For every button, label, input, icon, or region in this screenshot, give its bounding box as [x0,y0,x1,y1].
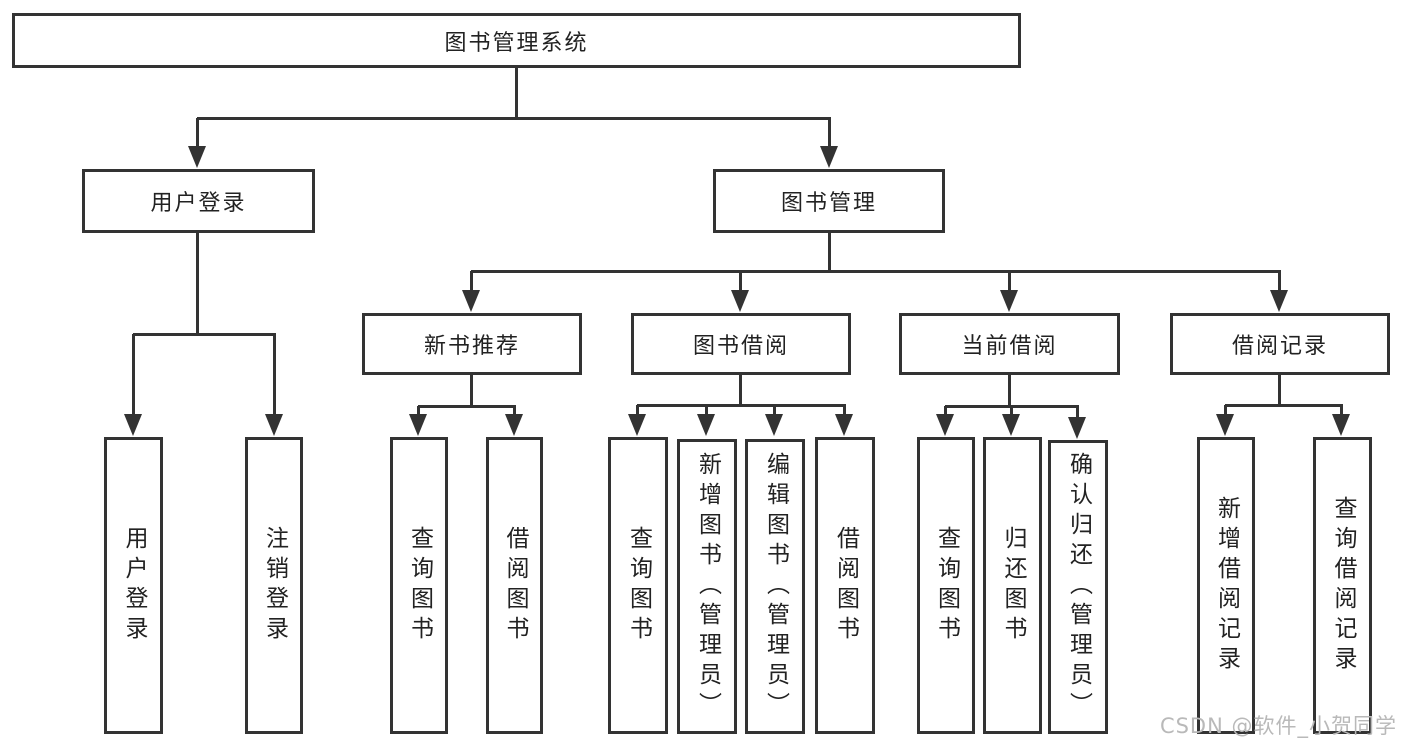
arrowhead-down [1068,417,1086,439]
connector-line [1224,405,1227,414]
arrowhead-down [697,414,715,436]
connector-line [417,406,420,414]
connector-line [637,404,846,407]
leaf-borrowing-add-books-admin: 新增图书（管理员） [677,439,737,734]
arrowhead-down [1216,414,1234,436]
arrowhead-down [409,414,427,436]
connector-line [196,233,199,336]
arrowhead-down [505,414,523,436]
connector-line [470,271,473,290]
arrowhead-down [124,414,142,436]
leaf-current-confirm-return-admin: 确认归还（管理员） [1048,440,1108,734]
connector-line [1076,406,1079,417]
node-current-borrowing: 当前借阅 [899,313,1120,375]
arrowhead-down [765,414,783,436]
connector-line [471,270,1281,273]
connector-line [843,405,846,414]
node-root: 图书管理系统 [12,13,1021,68]
connector-line [196,118,199,146]
connector-line [944,406,947,414]
leaf-recommend-borrow-books: 借阅图书 [486,437,543,734]
node-book-borrowing: 图书借阅 [631,313,851,375]
node-new-book-recommendation: 新书推荐 [362,313,582,375]
node-book-management: 图书管理 [713,169,945,233]
connector-line [1008,375,1011,408]
connector-line [828,118,831,146]
leaf-current-query-books: 查询图书 [917,437,975,734]
connector-line [1008,271,1011,290]
leaf-borrowing-query-books: 查询图书 [608,437,668,734]
arrowhead-down [936,414,954,436]
connector-line [1225,404,1343,407]
connector-line [133,333,276,336]
arrowhead-down [820,146,838,168]
arrowhead-down [1332,414,1350,436]
arrowhead-down [1000,290,1018,312]
watermark: CSDN @软件_小贺同学 [1159,714,1397,738]
node-user-login: 用户登录 [82,169,315,233]
connector-line [1010,406,1013,414]
connector-line [273,334,276,414]
connector-line [515,68,518,119]
leaf-records-add-borrow-record: 新增借阅记录 [1197,437,1255,734]
node-borrowing-records: 借阅记录 [1170,313,1390,375]
leaf-borrowing-edit-books-admin: 编辑图书（管理员） [745,439,805,734]
connector-line [1278,271,1281,290]
connector-line [513,406,516,414]
leaf-current-return-books: 归还图书 [983,437,1042,734]
leaf-user-login: 用户登录 [104,437,163,734]
leaf-records-query-borrow-record: 查询借阅记录 [1313,437,1372,734]
connector-line [197,117,831,120]
arrowhead-down [188,146,206,168]
arrowhead-down [1002,414,1020,436]
arrowhead-down [628,414,646,436]
leaf-logout: 注销登录 [245,437,303,734]
connector-line [1340,405,1343,414]
leaf-borrowing-borrow-books: 借阅图书 [815,437,875,734]
connector-line [418,405,516,408]
connector-line [828,233,831,273]
connector-line [1278,375,1281,407]
connector-line [773,405,776,414]
leaf-recommend-query-books: 查询图书 [390,437,448,734]
connector-line [132,334,135,414]
connector-line [636,405,639,414]
arrowhead-down [835,414,853,436]
connector-line [705,405,708,414]
arrowhead-down [265,414,283,436]
connector-line [739,271,742,290]
arrowhead-down [731,290,749,312]
connector-line [739,375,742,407]
arrowhead-down [1270,290,1288,312]
connector-line [470,375,473,408]
arrowhead-down [462,290,480,312]
